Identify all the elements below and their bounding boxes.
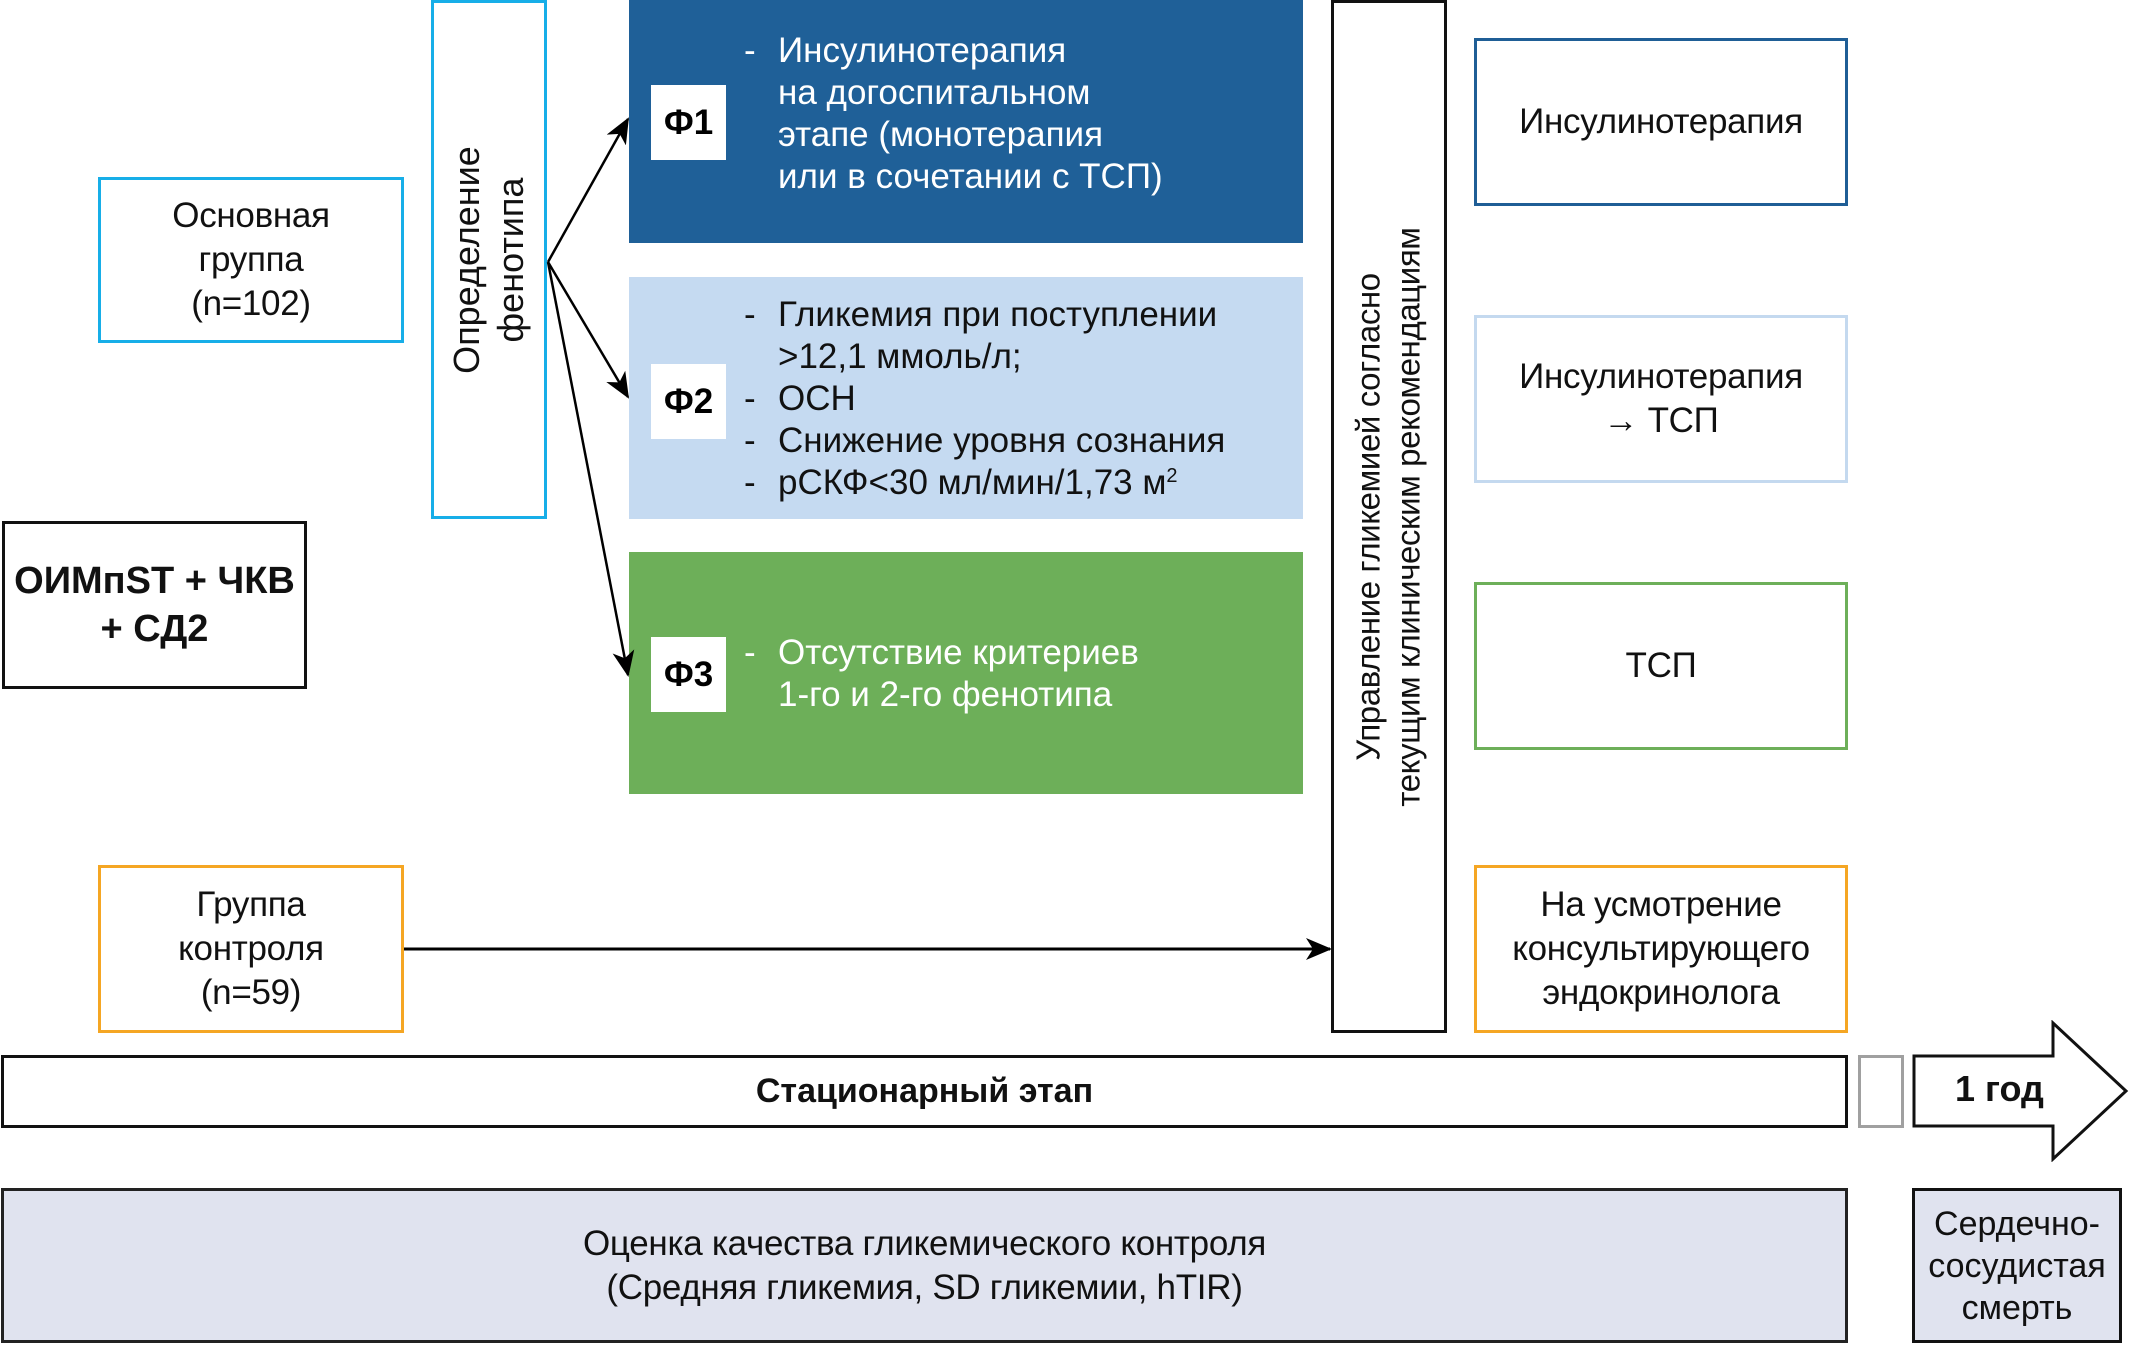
outcome-line: На усмотрение: [1540, 885, 1782, 924]
outcome-box-1: Инсулинотерапия: [1474, 38, 1848, 206]
criterion-line: или в сочетании с ТСП): [778, 157, 1163, 196]
stationary-stage-label: Стационарный этап: [755, 1072, 1094, 1110]
outcome-line: Инсулинотерапия: [1519, 102, 1803, 141]
criterion-line: 1-го и 2-го фенотипа: [778, 675, 1113, 714]
assessment-line: (Средняя гликемия, SD гликемии, hTIR): [606, 1267, 1243, 1307]
phenotype-2-box: Ф2 Гликемия при поступлении >12,1 ммоль/…: [629, 277, 1303, 519]
control-group-line: контроля: [178, 929, 324, 968]
criterion-item: ОСН: [744, 378, 1293, 420]
criterion-item: Отсутствие критериев 1-го и 2-го фенотип…: [744, 632, 1293, 716]
management-line: текущим клиническим рекомендациям: [1390, 226, 1427, 807]
follow-up-label: 1 год: [1955, 1068, 2044, 1109]
phenotyping-box: Определение фенотипа: [431, 0, 547, 519]
condition-line: ОИМпST + ЧКВ: [14, 560, 295, 602]
criterion-item: Гликемия при поступлении >12,1 ммоль/л;: [744, 294, 1293, 378]
arrow-to-phenotype-1: [546, 117, 630, 263]
criterion-line: на догоспитальном: [778, 73, 1091, 112]
phenotype-label: Ф3: [651, 637, 726, 712]
assessment-line: Оценка качества гликемического контроля: [582, 1223, 1267, 1263]
outcome-line: консультирующего: [1512, 929, 1810, 968]
follow-up-arrow-icon: [1912, 1020, 2129, 1162]
stationary-stage-bar: Стационарный этап: [1, 1055, 1848, 1128]
control-group-line: (n=59): [200, 973, 302, 1012]
criterion-item: Инсулинотерапия на догоспитальном этапе …: [744, 30, 1293, 198]
endpoint-line: сосудистая: [1928, 1246, 2106, 1285]
outcome-line: Инсулинотерапия: [1519, 357, 1803, 396]
outcome-box-3: ТСП: [1474, 582, 1848, 750]
phenotype-1-box: Ф1 Инсулинотерапия на догоспитальном эта…: [629, 0, 1303, 243]
endpoint-line: Сердечно-: [1934, 1204, 2100, 1243]
control-group-line: Группа: [196, 885, 306, 924]
management-line: Управление гликемией согласно: [1350, 272, 1387, 761]
criterion-line: >12,1 ммоль/л;: [778, 337, 1022, 376]
superscript: 2: [1166, 465, 1178, 487]
endpoint-line: смерть: [1961, 1288, 2073, 1327]
condition-box: ОИМпST + ЧКВ + СД2: [2, 521, 307, 689]
phenotype-label: Ф1: [651, 85, 726, 160]
criterion-line: Снижение уровня сознания: [778, 421, 1226, 460]
main-group-line: (n=102): [191, 284, 311, 323]
phenotyping-line: Определение: [446, 145, 487, 374]
outcome-line: эндокринолога: [1542, 973, 1780, 1012]
criterion-item: Снижение уровня сознания: [744, 420, 1293, 462]
criterion-text: рСКФ<30 мл/мин/1,73 м: [778, 463, 1167, 502]
phenotype-label: Ф2: [651, 364, 726, 439]
glycemic-management-box: Управление гликемией согласно текущим кл…: [1331, 0, 1447, 1033]
phenotype-3-box: Ф3 Отсутствие критериев 1-го и 2-го фено…: [629, 552, 1303, 794]
main-group-line: группа: [198, 240, 304, 279]
criterion-line: Отсутствие критериев: [778, 633, 1139, 672]
criterion-line: ОСН: [778, 379, 856, 418]
assessment-box: Оценка качества гликемического контроля …: [1, 1188, 1848, 1343]
outcome-line: ТСП: [1625, 646, 1697, 685]
criterion-item: рСКФ<30 мл/мин/1,73 м2: [744, 462, 1293, 504]
outcome-box-4: На усмотрение консультирующего эндокрино…: [1474, 865, 1848, 1033]
main-group-box: Основная группа (n=102): [98, 177, 404, 343]
criterion-line: Гликемия при поступлении: [778, 295, 1218, 334]
outcome-box-2: Инсулинотерапия → ТСП: [1474, 315, 1848, 483]
endpoint-box: Сердечно- сосудистая смерть: [1912, 1188, 2122, 1343]
criterion-line: Инсулинотерапия: [778, 31, 1067, 70]
arrow-to-phenotype-2: [546, 261, 630, 399]
criterion-line-with-sup: рСКФ<30 мл/мин/1,73 м2: [778, 462, 1293, 504]
main-group-line: Основная: [172, 196, 330, 235]
control-group-box: Группа контроля (n=59): [98, 865, 404, 1033]
arrow-to-phenotype-3: [546, 261, 635, 677]
phenotyping-line: фенотипа: [490, 177, 531, 342]
condition-line: + СД2: [100, 608, 209, 650]
outcome-line: → ТСП: [1603, 401, 1719, 440]
timeline-gap-box: [1858, 1055, 1904, 1128]
criterion-line: этапе (монотерапия: [778, 115, 1104, 154]
